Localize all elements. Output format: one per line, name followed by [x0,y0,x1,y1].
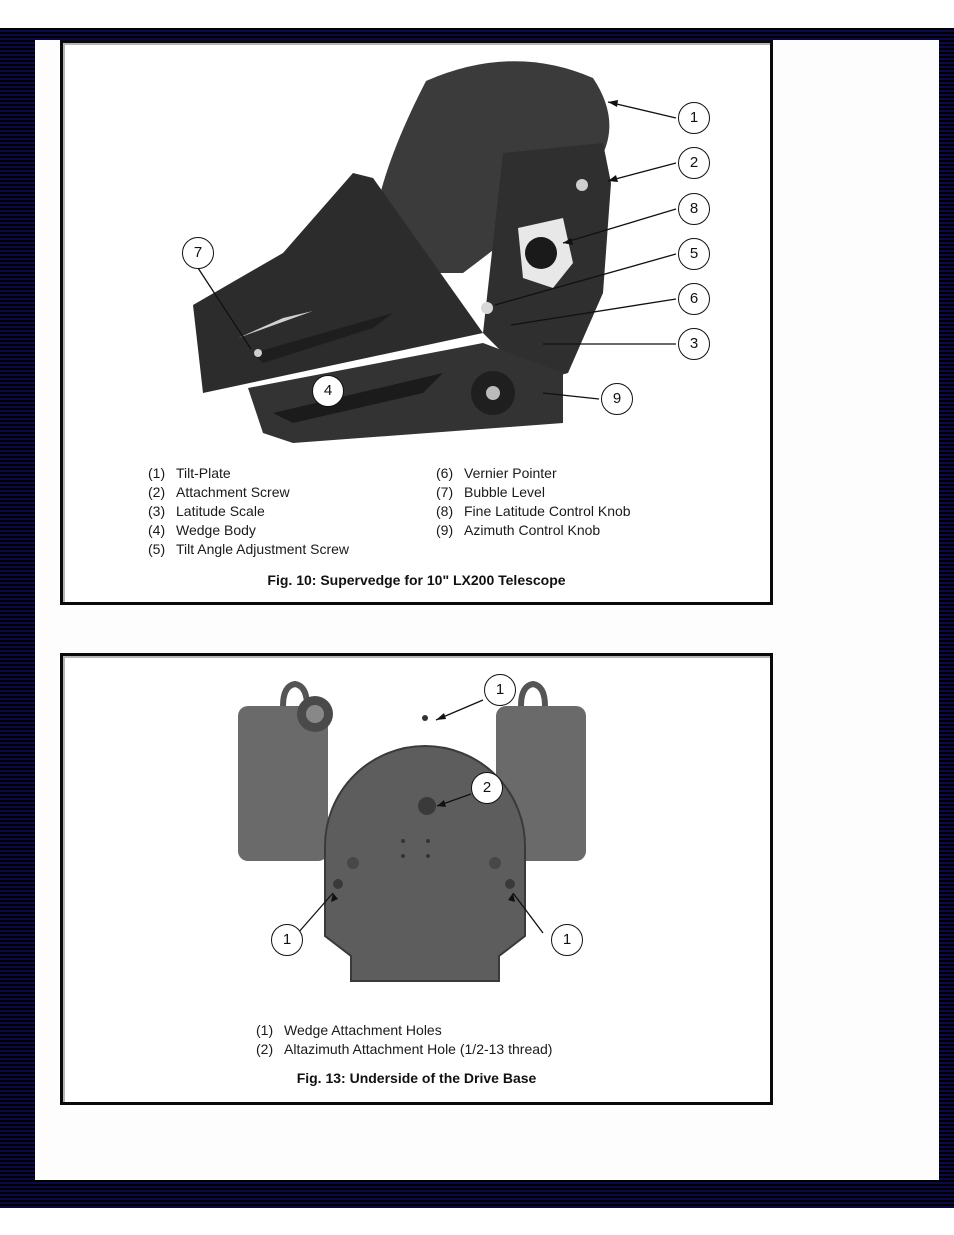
callout-1-wedge-hole-top: 1 [484,674,516,706]
legend-item: (8)Fine Latitude Control Knob [436,503,631,519]
callout-1-wedge-hole-right: 1 [551,924,583,956]
callout-2-attachment-screw: 2 [678,147,710,179]
callout-7-bubble-level: 7 [182,237,214,269]
callout-8-fine-latitude-knob: 8 [678,193,710,225]
callout-9-azimuth-knob: 9 [601,383,633,415]
legend-item: (9)Azimuth Control Knob [436,522,601,538]
callout-6-vernier-pointer: 6 [678,283,710,315]
figure-13-panel: 1 2 1 1 (1)Wedge Attachment Holes (2)Alt… [60,653,773,1105]
callout-1-wedge-hole-left: 1 [271,924,303,956]
callout-1-tilt-plate: 1 [678,102,710,134]
figure-10-panel: 1 2 8 5 6 3 9 7 4 (1)Tilt-Plate (2)Attac… [60,40,773,605]
figure-13-caption: Fig. 13: Underside of the Drive Base [296,1070,537,1086]
legend-item: (2)Attachment Screw [148,484,290,500]
legend-item: (7)Bubble Level [436,484,545,500]
callout-2-altazimuth-hole: 2 [471,772,503,804]
legend-item: (6)Vernier Pointer [436,465,557,481]
legend-item: (5)Tilt Angle Adjustment Screw [148,541,350,557]
callout-4-wedge-body: 4 [312,375,344,407]
supervedge-photo [193,61,677,443]
legend-item: (1)Wedge Attachment Holes [256,1022,442,1038]
figure-10-legend-right: (6)Vernier Pointer (7)Bubble Level (8)Fi… [436,464,631,540]
figure-10-legend-left: (1)Tilt-Plate (2)Attachment Screw (3)Lat… [148,464,349,559]
figure-10-caption: Fig. 10: Supervedge for 10" LX200 Telesc… [267,572,566,588]
manual-page: 1 2 8 5 6 3 9 7 4 (1)Tilt-Plate (2)Attac… [35,40,939,1180]
callout-3-latitude-scale: 3 [678,328,710,360]
callout-5-tilt-angle-screw: 5 [678,238,710,270]
legend-item: (3)Latitude Scale [148,503,265,519]
legend-item: (1)Tilt-Plate [148,465,231,481]
figure-13-legend: (1)Wedge Attachment Holes (2)Altazimuth … [256,1021,552,1059]
legend-item: (4)Wedge Body [148,522,256,538]
drive-base-photo [238,680,586,982]
legend-item: (2)Altazimuth Attachment Hole (1/2-13 th… [256,1041,553,1057]
